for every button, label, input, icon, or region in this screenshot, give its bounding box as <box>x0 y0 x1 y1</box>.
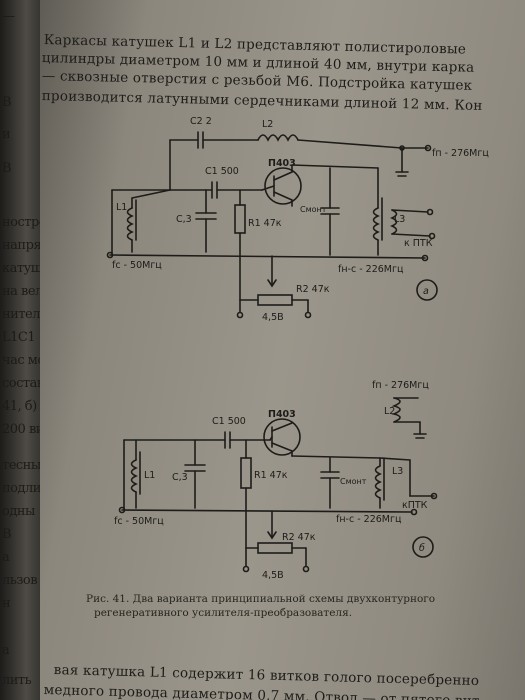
heterodyne-frequency-label: fн-с - 226Мгц <box>338 264 404 275</box>
to-ptk-label: кПТК <box>402 500 428 511</box>
diagram-b-letter: б <box>419 543 425 554</box>
c3-label: C,3 <box>176 214 192 225</box>
l2-label: L2 <box>262 119 273 130</box>
heterodyne-frequency-label: fн-с - 226Мгц <box>336 514 402 525</box>
left-fragment: час мо <box>2 353 45 368</box>
r2-label: R2 47к <box>282 532 316 543</box>
left-fragment: подли <box>2 481 41 496</box>
caption-line: Рис. 41. Два варианта принципиальной схе… <box>86 593 436 605</box>
left-fragment: а <box>2 550 10 565</box>
voltage-label: 4,5В <box>262 570 284 581</box>
right-page: Каркасы катушек L1 и L2 представляют пол… <box>40 0 525 700</box>
transistor-label: П403 <box>268 158 296 169</box>
cmont-label: Cмонт <box>340 477 367 486</box>
figure-caption: Рис. 41. Два варианта принципиальной схе… <box>86 592 435 620</box>
r2-label: R2 47к <box>296 284 330 295</box>
diagram-b <box>118 397 438 573</box>
input-frequency-label: fс - 50Мгц <box>112 260 162 271</box>
c1-label: C1 500 <box>212 416 246 427</box>
left-fragment: ностро <box>2 215 47 230</box>
input-frequency-label: fс - 50Мгц <box>114 516 164 527</box>
left-fragment: состав <box>2 376 44 391</box>
l1-label: L1 <box>116 202 127 213</box>
left-fragment: н <box>2 596 11 611</box>
left-fragment: L1C1 <box>2 330 36 345</box>
left-fragment: В <box>2 161 12 176</box>
transistor-label: П403 <box>268 409 296 420</box>
left-fragment: льзов <box>2 573 38 588</box>
output-frequency-label: fп - 276Мгц <box>372 380 429 391</box>
c2-label: C2 2 <box>190 116 212 127</box>
voltage-label: 4,5В <box>262 312 284 323</box>
caption-line: регенеративного усилителя-преобразовател… <box>94 607 353 619</box>
output-frequency-label: fп - 276Мгц <box>432 148 489 159</box>
l3-label: L3 <box>394 214 405 225</box>
left-fragment: В <box>2 527 12 542</box>
r1-label: R1 47к <box>254 470 288 481</box>
c1-label: C1 500 <box>205 166 239 177</box>
cmont-label: Cмонт <box>300 205 327 214</box>
left-fragment: на вел <box>2 284 43 299</box>
diagram-a-letter: а <box>423 286 429 297</box>
diagram-a <box>106 131 438 319</box>
left-fragment: одны <box>2 504 35 519</box>
left-fragment: нителя <box>2 307 48 322</box>
left-fragment: а <box>2 643 10 658</box>
left-fragment: лить <box>2 673 32 688</box>
to-ptk-label: к ПТК <box>404 238 433 249</box>
left-fragment: В <box>2 95 12 110</box>
left-fragment: катуш <box>2 261 43 276</box>
left-page-edge: — В и В ностро напря катуш на вел нителя… <box>0 0 51 700</box>
left-fragment: и <box>2 127 11 142</box>
left-fragment: — <box>2 9 15 24</box>
l2-label: L2 <box>384 406 395 417</box>
l1-label: L1 <box>144 470 155 481</box>
r1-label: R1 47к <box>248 218 282 229</box>
left-fragment: 41, б) <box>2 399 37 414</box>
left-fragment: тесным <box>2 458 51 473</box>
left-fragment: 200 ви <box>2 422 44 437</box>
left-fragment: напря <box>2 238 42 253</box>
l3-label: L3 <box>392 466 403 477</box>
c3-label: C,3 <box>172 472 188 483</box>
